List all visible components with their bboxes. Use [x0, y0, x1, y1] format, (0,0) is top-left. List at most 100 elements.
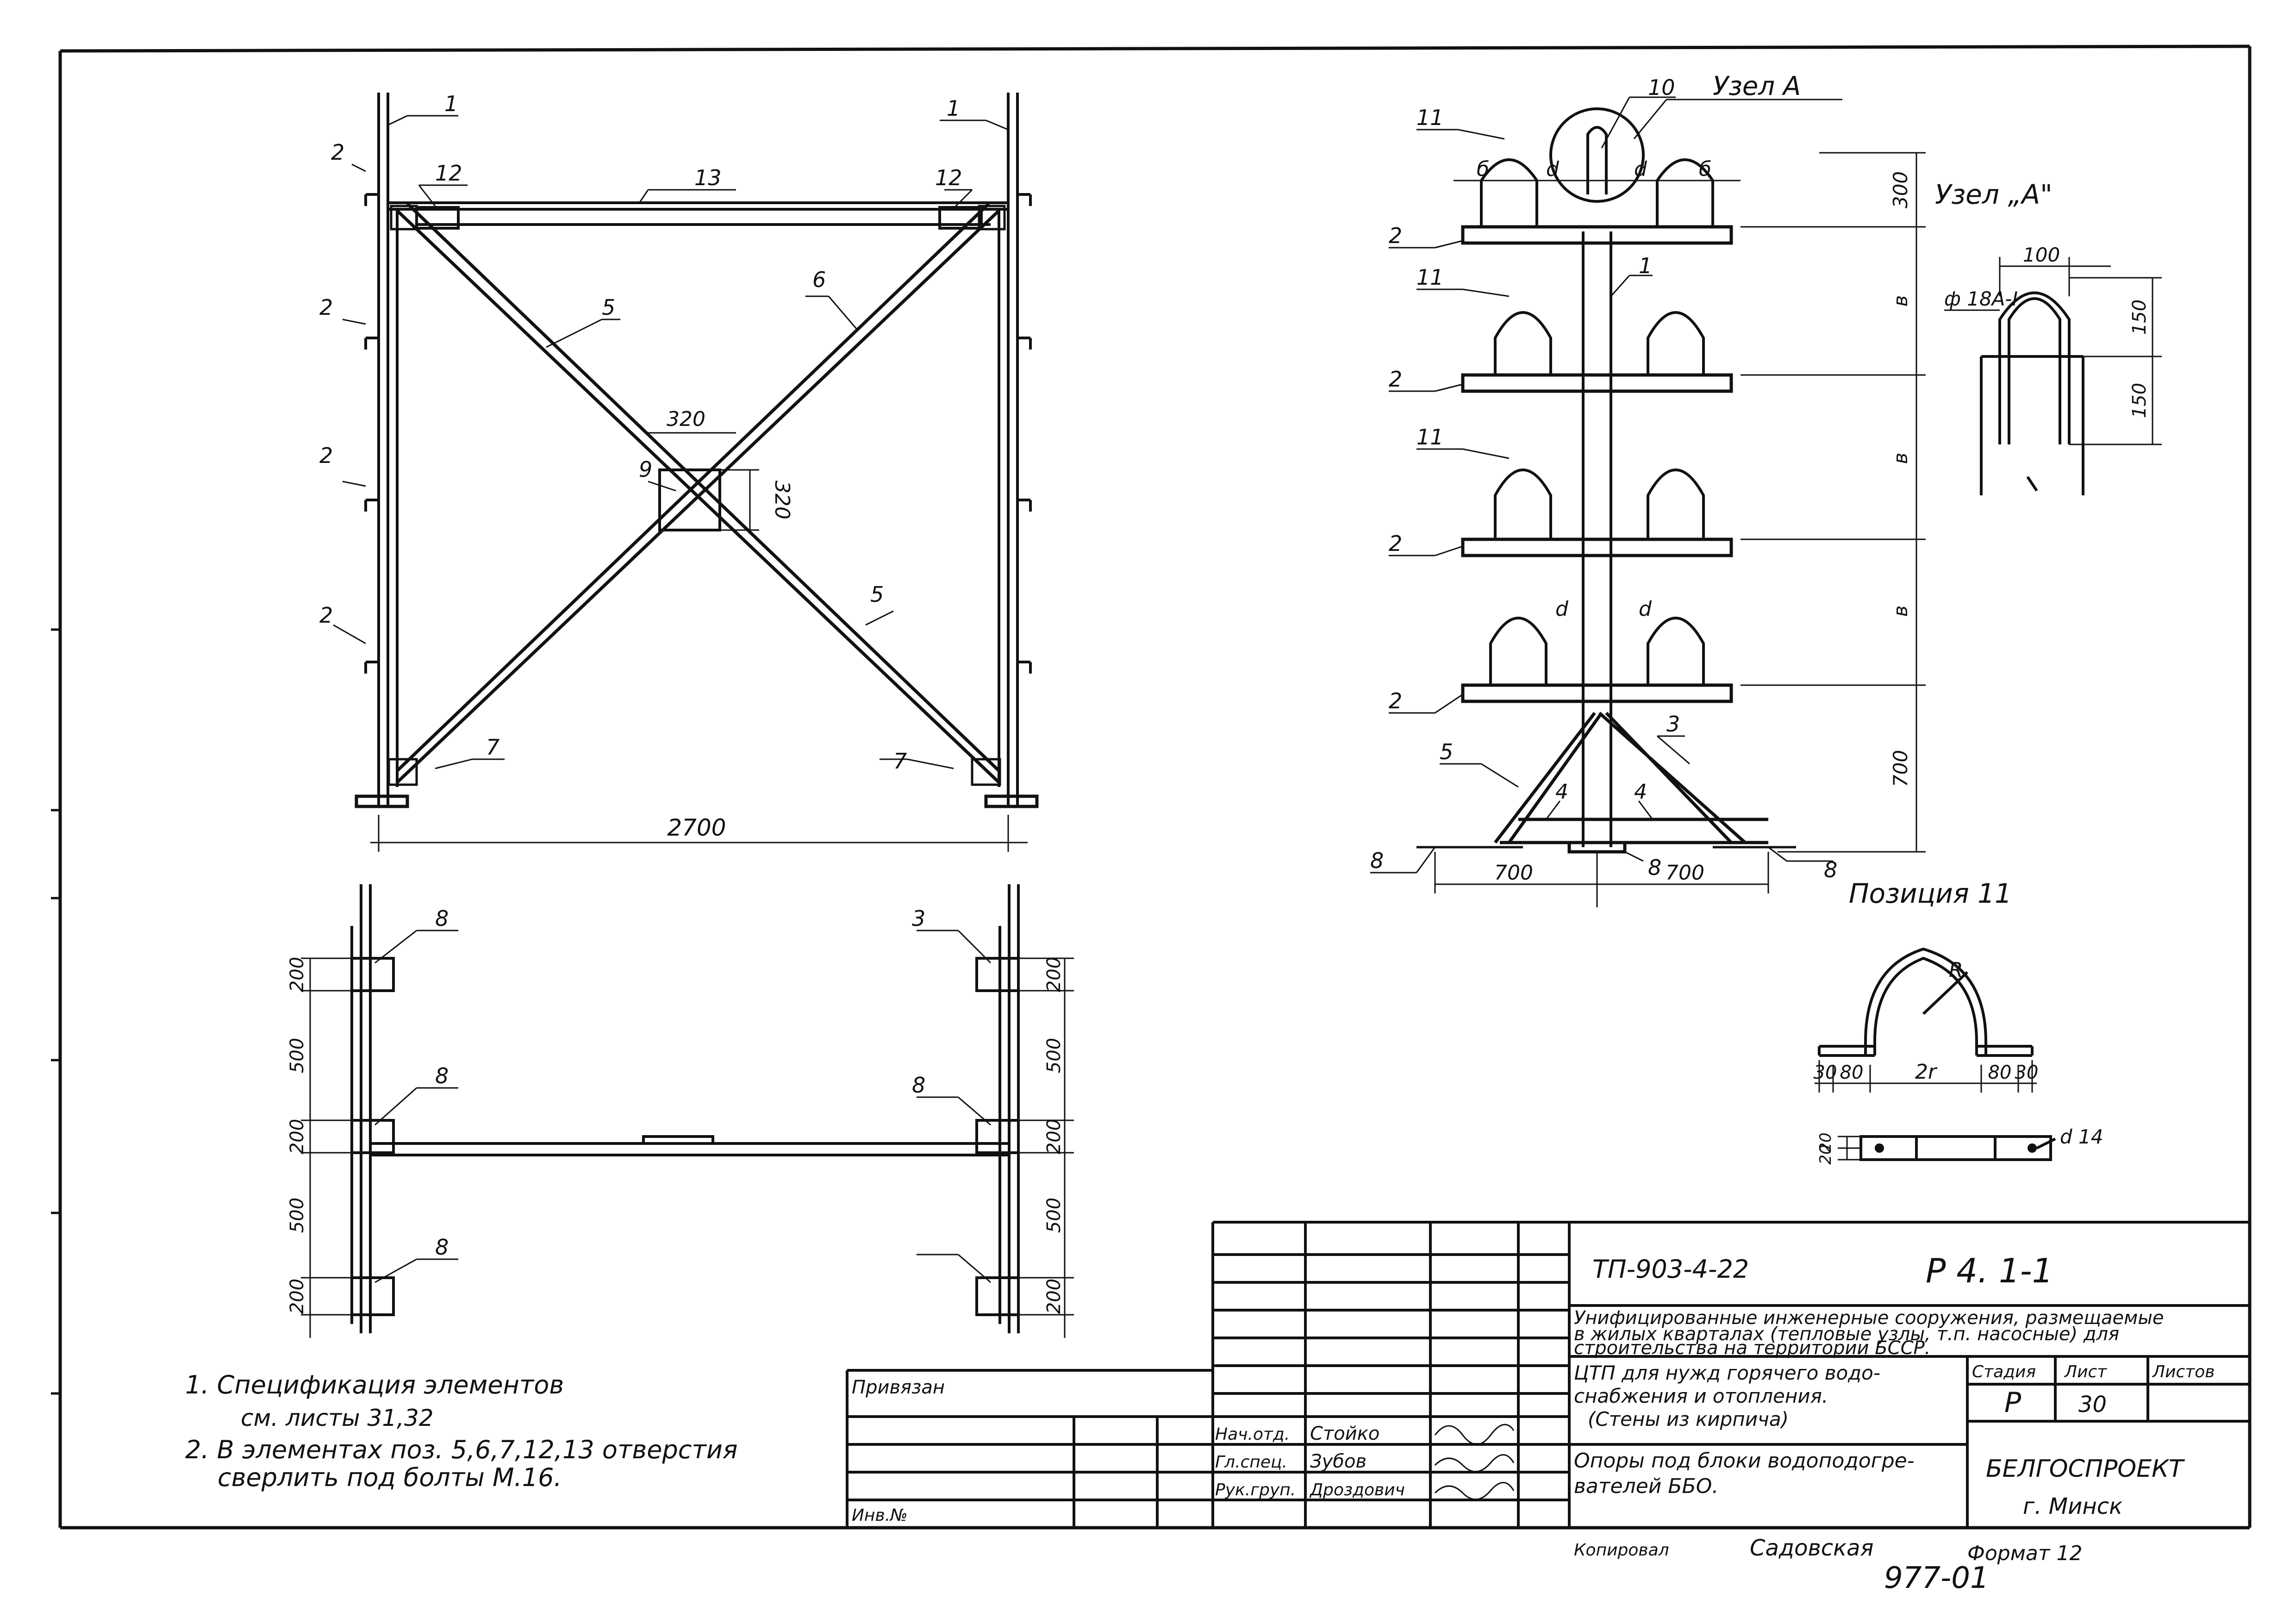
pos11-dim-5: 30: [2015, 1062, 2039, 1083]
title-role-1: Нач.отд.: [1215, 1425, 1290, 1444]
node-a-width: 100: [2023, 244, 2060, 266]
node-a-ubolt: [1998, 291, 2071, 444]
gussets: [387, 205, 1006, 786]
notes: 1. Спецификация элементов см. листы 31,3…: [185, 1370, 737, 1492]
dim-plan-right-5: 200: [1043, 1279, 1065, 1314]
node-a-title: Узел „А": [1935, 179, 2053, 210]
title-stage: Р: [2004, 1387, 2021, 1419]
plan-dims: [301, 957, 1074, 1338]
label-side-d4: d: [1639, 597, 1652, 621]
label-side-pos11-c: 11: [1416, 425, 1444, 450]
dim-plan-right-2: 500: [1043, 1038, 1065, 1073]
pos11-radius: R: [1949, 958, 1963, 982]
label-pos2-d: 2: [319, 603, 333, 628]
pos11-dim-v-2: 20: [1816, 1144, 1835, 1164]
pos11-detail: Позиция 11 R 30 80 2r 80 30 d 14 20 20: [1814, 878, 2103, 1165]
pos11-strip-dims: [1838, 1136, 1861, 1161]
dim-plan-left-5: 200: [287, 1279, 308, 1314]
pos11-strip: [1859, 1135, 2056, 1161]
title-sheet-number: 30: [2078, 1392, 2107, 1418]
pos11-clamp: [1818, 947, 2034, 1057]
label-pos6: 6: [812, 267, 826, 292]
label-side-pos4-b: 4: [1634, 780, 1647, 804]
title-subject-3: (Стены из кирпича): [1588, 1408, 1789, 1430]
side-leaders: [1370, 96, 1842, 874]
dim-plan-left-1: 200: [287, 957, 308, 992]
note-1-ref: см. листы 31,32: [241, 1405, 434, 1431]
diagonal-braces: [396, 202, 1000, 784]
title-role-3: Рук.груп.: [1215, 1480, 1296, 1499]
dim-side-h-2: 700: [1666, 861, 1704, 885]
front-leaders: [333, 115, 1009, 769]
pos11-dims: [1815, 1060, 2037, 1093]
title-name-3: Дроздович: [1309, 1480, 1405, 1499]
label-side-pos2-c: 2: [1389, 531, 1402, 556]
plan-view: 8 8 8 3 8 200 500 200 500 200 200 500 20…: [287, 884, 1074, 1338]
label-pos12-right: 12: [935, 165, 962, 190]
title-city: г. Минск: [2023, 1493, 2122, 1519]
title-sheet-label: Лист: [2064, 1362, 2107, 1381]
title-stage-label: Стадия: [1972, 1362, 2036, 1381]
dim-plan-right-1: 200: [1043, 957, 1065, 992]
label-pos7-left: 7: [486, 735, 499, 760]
label-plan-pos8-a: 8: [435, 906, 449, 931]
right-post: [998, 93, 1019, 806]
label-side-pos1: 1: [1639, 253, 1652, 278]
label-pos1-right: 1: [947, 96, 960, 121]
dim-side-v-3: в: [1889, 453, 1912, 464]
label-pos5-top: 5: [602, 295, 615, 320]
dim-plan-left-2: 500: [287, 1038, 308, 1073]
dim-side-v-4: в: [1889, 606, 1912, 617]
title-block: ТП-903-4-22 Р 4. 1-1 Унифицированные инж…: [846, 1221, 2250, 1595]
side-clamps: [1480, 158, 1714, 685]
margin-ticks: [51, 628, 60, 1395]
title-code: ТП-903-4-22: [1592, 1255, 1749, 1284]
u-bolt: [1586, 126, 1608, 194]
dim-side-v-1: 300: [1889, 171, 1912, 208]
title-privyazan: Привязан: [852, 1377, 945, 1398]
pos11-title: Позиция 11: [1849, 878, 2012, 909]
label-side-pos8-c: 8: [1824, 857, 1837, 882]
label-side-pos2-b: 2: [1389, 367, 1402, 392]
pos11-hole: d 14: [2060, 1125, 2103, 1148]
plan-leaders: [374, 930, 992, 1283]
title-block-grid: [846, 1221, 2250, 1528]
label-plan-pos8-c: 8: [435, 1235, 449, 1260]
label-side-node-a: Узел А: [1713, 71, 1801, 101]
brackets: [364, 193, 1032, 674]
title-name-2: Зубов: [1310, 1451, 1366, 1472]
label-side-pos4-a: 4: [1555, 780, 1568, 804]
plan-posts: [350, 884, 1020, 1333]
label-pos9: 9: [639, 457, 652, 482]
side-dims: [1434, 152, 1926, 907]
label-side-b1: б: [1477, 157, 1489, 181]
title-desc-2: в жилых кварталах (тепловые узлы, т.п. н…: [1574, 1324, 2119, 1345]
dim-plate-height: 320: [770, 481, 794, 519]
pos11-dim-v-1: 20: [1816, 1132, 1835, 1152]
label-plan-pos8-b: 8: [435, 1063, 449, 1088]
front-dims: [370, 432, 1028, 852]
side-view: 10 Узел А 11 б d d б 2 1 11 2 11 2 d d 2…: [1370, 71, 1926, 907]
title-org: БЕЛГОСПРОЕКТ: [1986, 1455, 2185, 1483]
label-pos13: 13: [694, 165, 722, 190]
front-view: 1 1 2 12 13 12 2 2 2 5 6 9 5 7 7 320 320…: [319, 91, 1039, 852]
node-a-block: [1980, 355, 2084, 495]
title-sheet-code: Р 4. 1-1: [1926, 1251, 2053, 1290]
label-side-b2: б: [1699, 157, 1711, 181]
label-plan-pos8-d: 8: [912, 1073, 925, 1098]
label-side-pos2-a: 2: [1389, 223, 1402, 248]
title-desc-1: Унифицированные инженерные сооружения, р…: [1574, 1307, 2164, 1329]
title-subject-2: снабжения и отопления.: [1574, 1385, 1828, 1407]
top-beam: [388, 201, 1008, 230]
label-side-pos8-a: 8: [1370, 848, 1384, 873]
label-side-d1: d: [1546, 157, 1560, 181]
side-shelves: [1461, 225, 1733, 703]
dim-span: 2700: [667, 814, 726, 841]
label-side-pos11-a: 11: [1416, 105, 1444, 130]
left-post: [377, 93, 399, 806]
label-pos5-bottom: 5: [870, 582, 884, 607]
note-2-cont: сверлить под болты М.16.: [218, 1463, 562, 1492]
title-format: Формат 12: [1967, 1542, 2083, 1565]
dim-plan-right-3: 200: [1043, 1119, 1065, 1154]
